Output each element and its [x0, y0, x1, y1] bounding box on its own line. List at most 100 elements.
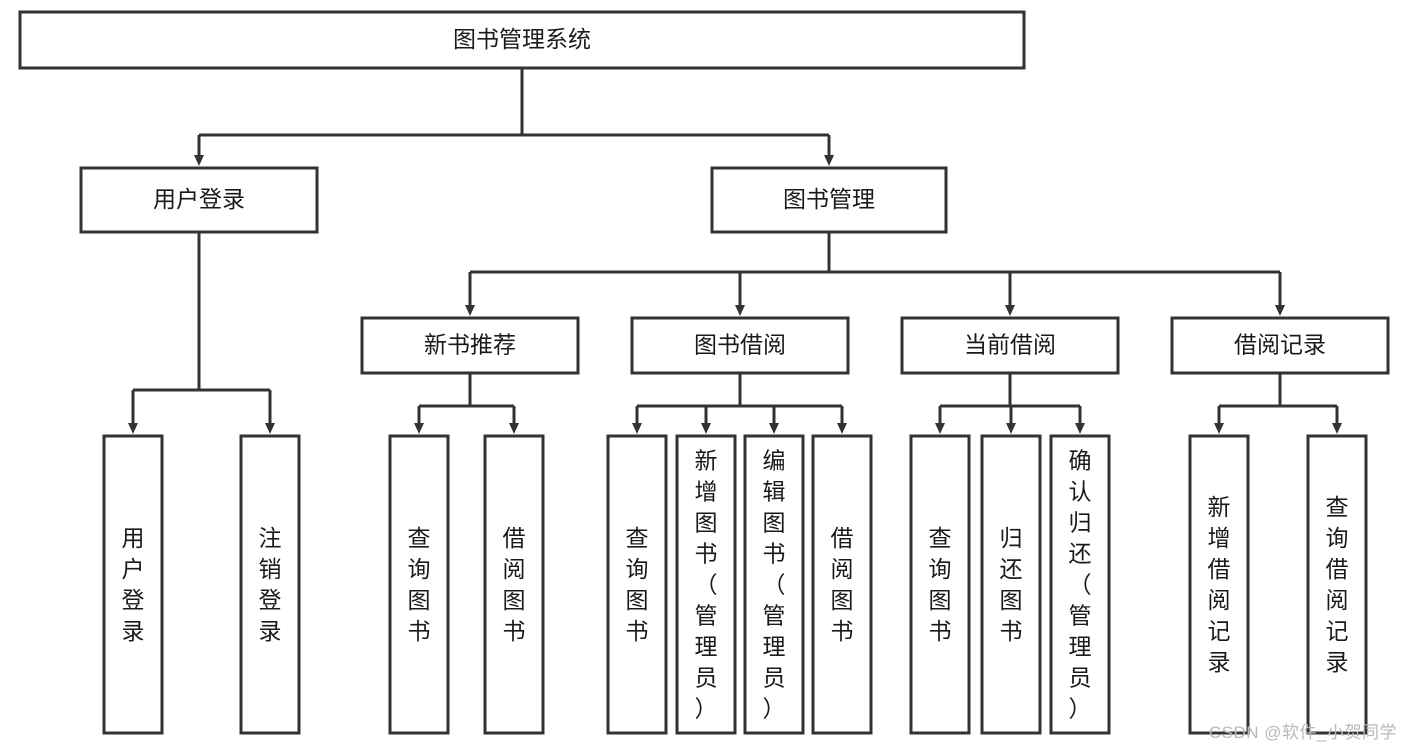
node-label-char: 书	[408, 618, 431, 644]
node-label-char: 理	[695, 634, 718, 660]
node-label-char: ）	[1069, 696, 1092, 722]
node-label-char: 确	[1069, 448, 1092, 474]
node-label-char: 记	[1326, 618, 1349, 644]
node-label-char: 查	[929, 525, 952, 551]
node-box[interactable]	[909, 434, 971, 735]
node-label: 图书管理	[783, 186, 875, 212]
node-box[interactable]	[980, 434, 1042, 735]
node-label-char: 图	[626, 587, 649, 613]
node-label-char: 员	[1069, 665, 1092, 691]
node-label-char: 录	[259, 618, 282, 644]
node-label-char: 记	[1208, 618, 1231, 644]
level3-node-3[interactable]: 当前借阅	[900, 316, 1120, 375]
node-label-char: 图	[1000, 587, 1023, 613]
node-label: 图书管理系统	[453, 26, 591, 52]
node-label-char: 销	[259, 556, 282, 582]
node-label-char: 还	[1069, 541, 1092, 567]
level2-node-1[interactable]: 用户登录	[79, 166, 319, 234]
node-label-char: 登	[259, 587, 282, 613]
node-label-char: 询	[626, 556, 649, 582]
node-box[interactable]	[1188, 434, 1250, 735]
node-label-char: 询	[929, 556, 952, 582]
node-label-char: 归	[1069, 510, 1092, 536]
node-box[interactable]	[239, 434, 301, 735]
node-label-char: （	[1069, 572, 1092, 598]
node-label-char: 认	[1069, 479, 1092, 505]
node-box[interactable]	[743, 434, 805, 735]
node-box[interactable]	[360, 316, 580, 375]
node-label: 图书借阅	[694, 332, 786, 358]
node-label-char: 书	[695, 541, 718, 567]
node-label-char: ）	[763, 696, 786, 722]
node-label-char: 辑	[763, 479, 786, 505]
node-box[interactable]	[900, 316, 1120, 375]
node-label-char: 管	[763, 603, 786, 629]
node-label-char: 新	[1208, 494, 1231, 520]
node-label-char: 户	[122, 556, 145, 582]
node-label-char: 查	[1326, 494, 1349, 520]
connector-layer	[128, 68, 1342, 434]
level3-node-1[interactable]: 新书推荐	[360, 316, 580, 375]
node-label-char: 理	[1069, 634, 1092, 660]
node-label-char: 查	[626, 525, 649, 551]
node-label-char: ）	[695, 696, 718, 722]
level2-node-2[interactable]: 图书管理	[710, 166, 948, 234]
level3-node-4[interactable]: 借阅记录	[1170, 316, 1390, 375]
node-box[interactable]	[79, 166, 319, 234]
node-label-char: 管	[1069, 603, 1092, 629]
node-box[interactable]	[483, 434, 545, 735]
node-label-char: 书	[831, 618, 854, 644]
node-layer: 图书管理系统用户登录图书管理新书推荐图书借阅当前借阅借阅记录用户登录注销登录查询…	[18, 10, 1390, 735]
node-label-char: 用	[122, 525, 145, 551]
node-label-char: 阅	[503, 556, 526, 582]
node-label-char: 书	[1000, 618, 1023, 644]
node-box[interactable]	[18, 10, 1026, 70]
node-label-char: 图	[763, 510, 786, 536]
node-box[interactable]	[630, 316, 850, 375]
node-box[interactable]	[811, 434, 873, 735]
node-box[interactable]	[675, 434, 737, 735]
node-label-char: 询	[408, 556, 431, 582]
node-label: 当前借阅	[964, 332, 1056, 358]
node-box[interactable]	[710, 166, 948, 234]
node-label-char: 图	[503, 587, 526, 613]
node-box[interactable]	[1049, 434, 1111, 735]
node-box[interactable]	[1306, 434, 1368, 735]
node-label-char: 新	[695, 448, 718, 474]
node-label-char: 录	[1326, 649, 1349, 675]
level3-node-2[interactable]: 图书借阅	[630, 316, 850, 375]
node-label-char: 图	[408, 587, 431, 613]
node-label: 用户登录	[153, 186, 245, 212]
node-label-char: 增	[695, 479, 718, 505]
node-label-char: 理	[763, 634, 786, 660]
node-label-char: 书	[763, 541, 786, 567]
root-node-1[interactable]: 图书管理系统	[18, 10, 1026, 70]
node-box[interactable]	[102, 434, 164, 735]
node-box[interactable]	[1170, 316, 1390, 375]
node-label-char: 员	[695, 665, 718, 691]
node-label-char: 借	[831, 525, 854, 551]
node-label-char: 注	[259, 525, 282, 551]
node-label-char: 管	[695, 603, 718, 629]
node-label-char: 查	[408, 525, 431, 551]
node-box[interactable]	[388, 434, 450, 735]
node-label-char: 归	[1000, 525, 1023, 551]
leaf-node-1[interactable]: 用户登录	[102, 434, 164, 735]
node-label-char: 登	[122, 587, 145, 613]
node-label-char: 阅	[831, 556, 854, 582]
node-label-char: 图	[695, 510, 718, 536]
node-box[interactable]	[606, 434, 668, 735]
node-label-char: 还	[1000, 556, 1023, 582]
